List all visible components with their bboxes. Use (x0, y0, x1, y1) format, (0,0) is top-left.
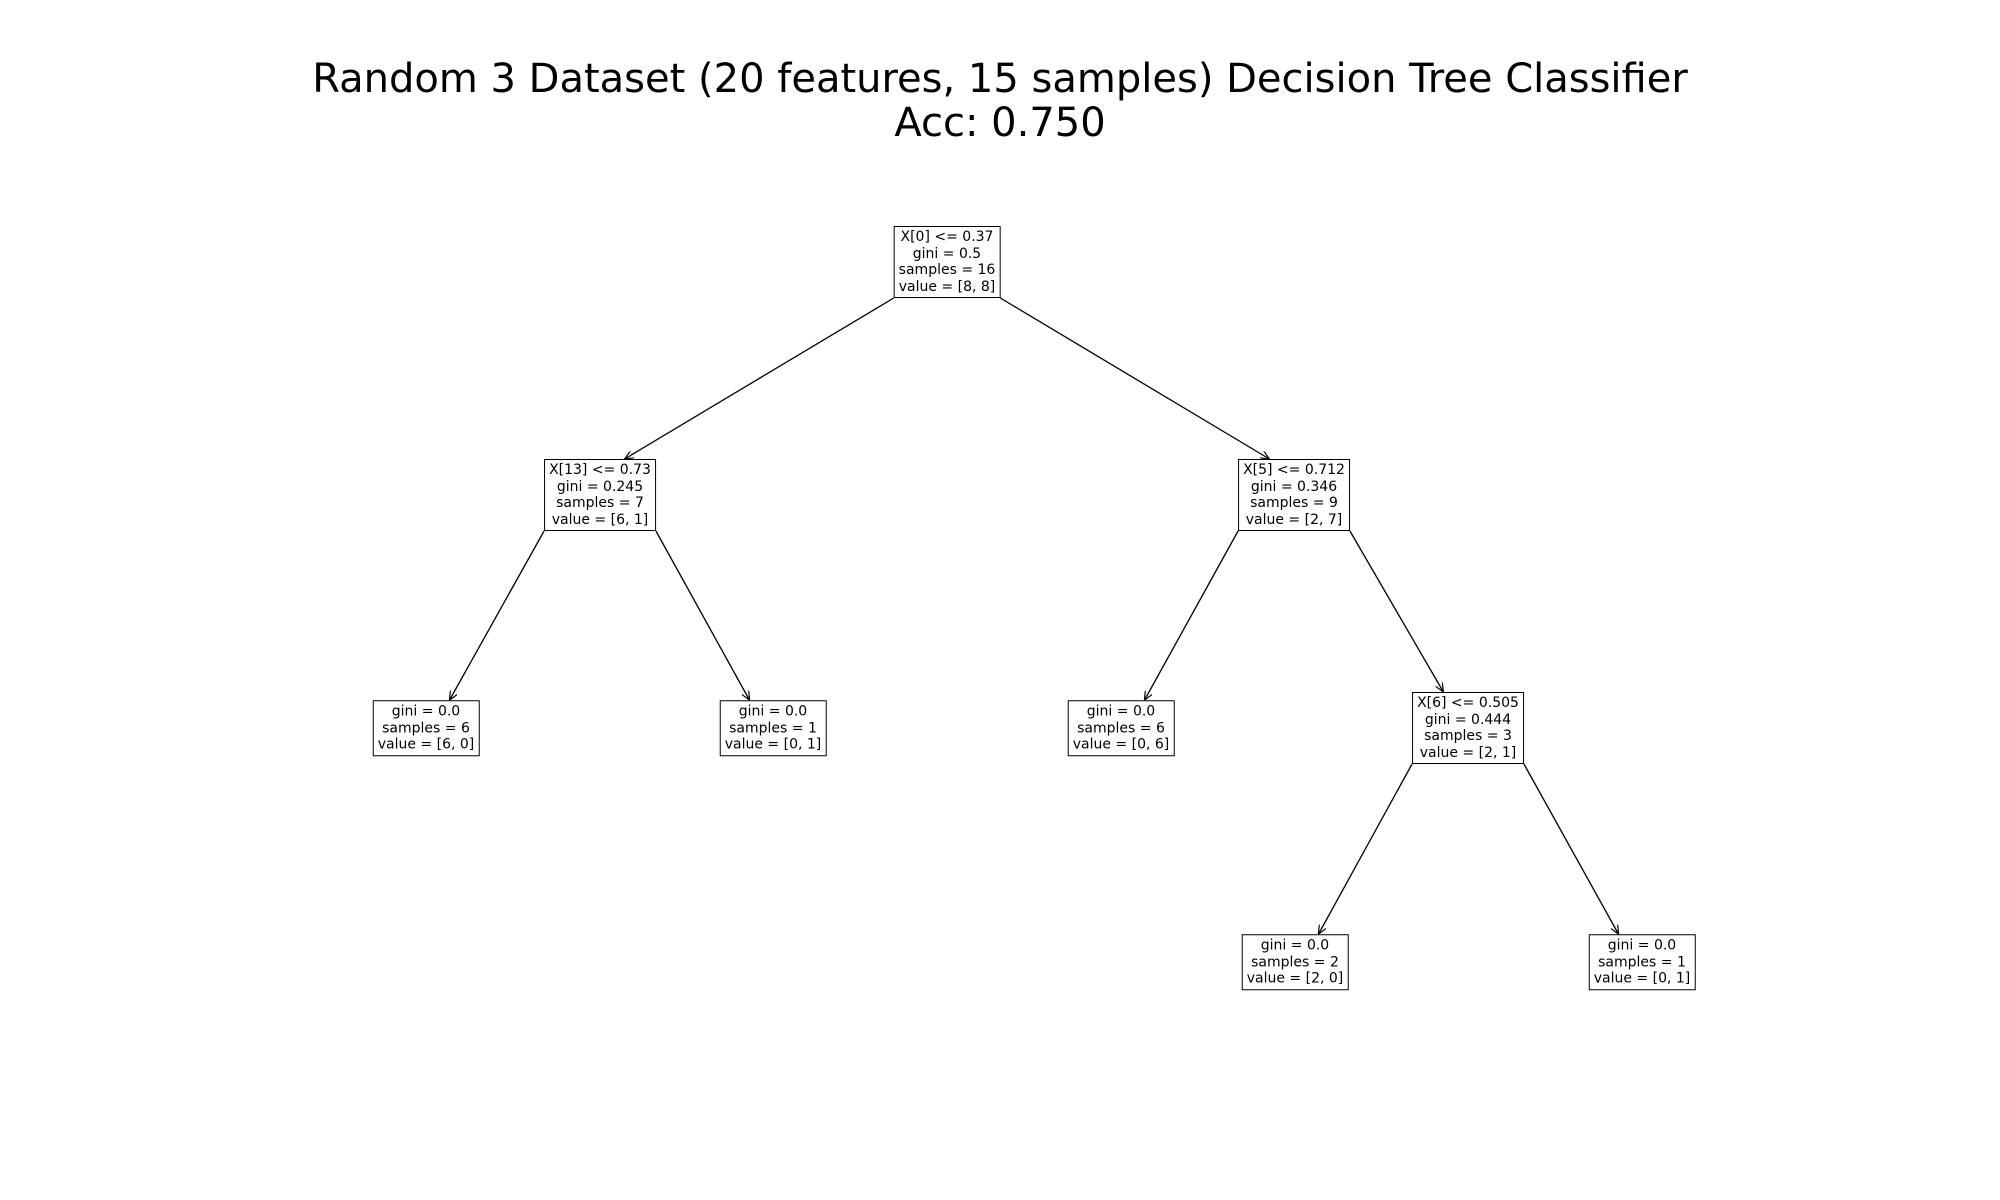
node-text-line: value = [8, 8] (898, 278, 996, 295)
tree-edge-n6-n7 (1318, 763, 1413, 934)
tree-edge-n1-n3 (655, 530, 750, 700)
node-text-line: value = [0, 6] (1072, 736, 1170, 753)
node-text-line: samples = 1 (1598, 953, 1686, 970)
node-text-line: gini = 0.444 (1424, 711, 1512, 728)
node-text-line: X[6] <= 0.505 (1417, 695, 1519, 711)
node-text-line: X[0] <= 0.37 (900, 229, 994, 245)
tree-edge-n6-n8 (1523, 763, 1619, 934)
node-text-line: value = [6, 1] (551, 511, 649, 528)
node-text-line: samples = 9 (1250, 495, 1338, 511)
node-text-line: samples = 6 (1077, 719, 1165, 736)
tree-edge-n0-n1 (625, 297, 895, 459)
node-text-line: X[13] <= 0.73 (549, 462, 651, 478)
node-text-line: gini = 0.0 (1607, 937, 1677, 954)
node-text-line: value = [0, 1] (1593, 970, 1691, 987)
node-text-line: value = [0, 1] (724, 736, 822, 753)
node-text-line: X[5] <= 0.712 (1243, 462, 1345, 478)
tree-edge-n4-n5 (1144, 530, 1239, 700)
node-text-line: value = [2, 0] (1246, 970, 1344, 987)
node-text-line: value = [2, 1] (1419, 744, 1517, 761)
node-text-line: samples = 3 (1424, 728, 1512, 744)
tree-edge-n4-n6 (1349, 530, 1443, 692)
tree-edge-n1-n2 (449, 530, 545, 700)
node-text-line: samples = 1 (729, 719, 817, 736)
figure-subtitle-accuracy: Acc: 0.750 (894, 100, 1106, 146)
node-text-line: samples = 6 (382, 719, 470, 736)
node-text-line: gini = 0.0 (1086, 703, 1156, 720)
node-text-line: samples = 2 (1251, 953, 1339, 970)
node-text-line: value = [2, 7] (1245, 511, 1343, 528)
node-text-line: samples = 7 (556, 495, 644, 511)
figure-title: Random 3 Dataset (20 features, 15 sample… (312, 56, 1688, 102)
node-text-line: gini = 0.0 (1260, 937, 1330, 954)
node-text-line: gini = 0.346 (1250, 478, 1338, 495)
tree-edge-n0-n4 (999, 297, 1269, 459)
node-text-line: value = [6, 0] (377, 736, 475, 753)
node-text-line: gini = 0.245 (556, 478, 644, 495)
node-text-line: gini = 0.5 (912, 245, 982, 262)
node-text-line: samples = 16 (898, 262, 996, 278)
node-text-line: gini = 0.0 (738, 703, 808, 720)
node-text-line: gini = 0.0 (391, 703, 461, 720)
